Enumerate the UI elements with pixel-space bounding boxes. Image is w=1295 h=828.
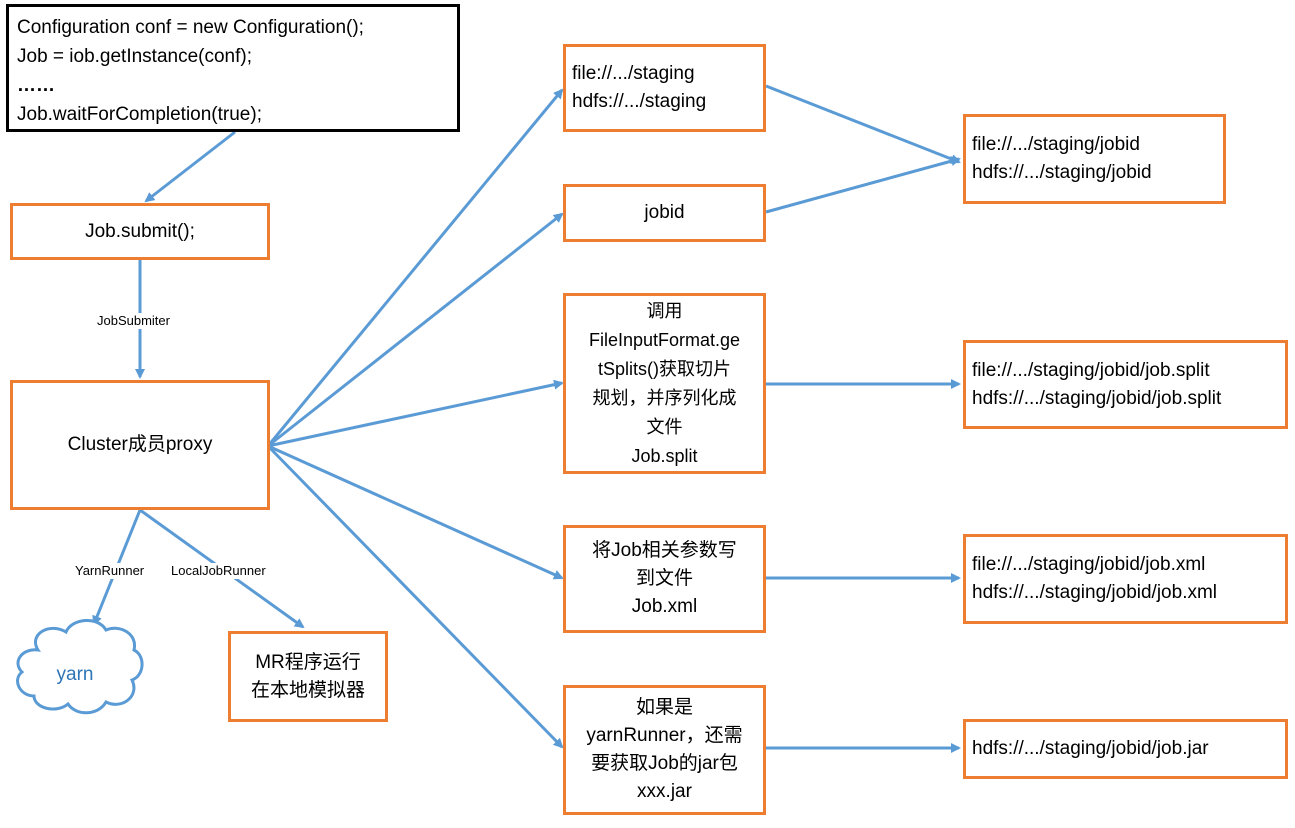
staging-box: file://.../staging hdfs://.../staging bbox=[563, 44, 766, 132]
code-line-4: Job.waitForCompletion(true); bbox=[17, 104, 262, 125]
local-runner-line-2: 在本地模拟器 bbox=[250, 679, 365, 701]
edge-label-local-job-runner: LocalJobRunner bbox=[169, 563, 268, 579]
staging-jobid-line-1: file://.../staging/jobid bbox=[972, 134, 1140, 155]
submit-box: Job.submit(); bbox=[10, 203, 270, 260]
split-line-2: FileInputFormat.ge bbox=[588, 329, 741, 350]
driver-code-block: Configuration conf = new Configuration()… bbox=[6, 4, 460, 132]
local-runner-box: MR程序运行 在本地模拟器 bbox=[228, 631, 388, 722]
jobid-label: jobid bbox=[644, 202, 685, 223]
cluster-box: Cluster成员proxy bbox=[10, 380, 270, 510]
yarn-cloud-label: yarn bbox=[56, 664, 94, 685]
xml-line-3: Job.xml bbox=[631, 596, 698, 617]
split-box: 调用 FileInputFormat.ge tSplits()获取切片 规划，并… bbox=[563, 293, 766, 474]
code-line-2: Job = iob.getInstance(conf); bbox=[17, 46, 253, 67]
arrow-cluster-to-xml bbox=[267, 444, 564, 580]
split-line-5: 文件 bbox=[646, 416, 683, 437]
arrow-code-to-submit bbox=[144, 130, 236, 203]
arrow-cluster-to-jobid bbox=[267, 212, 564, 448]
jar-path-box: hdfs://.../staging/jobid/job.jar bbox=[963, 719, 1288, 779]
edge-label-job-submiter: JobSubmiter bbox=[95, 313, 172, 329]
cluster-box-label: Cluster成员proxy bbox=[67, 434, 213, 455]
split-line-6: Job.split bbox=[631, 445, 698, 466]
jar-path-label: hdfs://.../staging/jobid/job.jar bbox=[972, 738, 1209, 759]
xml-path-box: file://.../staging/jobid/job.xml hdfs://… bbox=[963, 534, 1288, 624]
split-line-4: 规划，并序列化成 bbox=[592, 387, 737, 408]
staging-line-2: hdfs://.../staging bbox=[572, 91, 707, 112]
split-path-box: file://.../staging/jobid/job.split hdfs:… bbox=[963, 340, 1288, 429]
arrow-jobid-to-staging-jobid bbox=[765, 156, 961, 214]
code-line-3: …… bbox=[17, 75, 55, 96]
staging-jobid-line-2: hdfs://.../staging/jobid bbox=[972, 162, 1152, 183]
jar-line-3: 要获取Job的jar包 bbox=[591, 753, 738, 774]
submit-box-label: Job.submit(); bbox=[85, 220, 195, 242]
arrow-cluster-to-jar bbox=[266, 444, 564, 749]
staging-jobid-box: file://.../staging/jobid hdfs://.../stag… bbox=[963, 114, 1226, 204]
code-line-1: Configuration conf = new Configuration()… bbox=[17, 17, 364, 38]
jar-line-4: xxx.jar bbox=[637, 781, 692, 802]
xml-line-2: 到文件 bbox=[635, 568, 693, 589]
arrow-cluster-to-split bbox=[267, 379, 564, 448]
xml-box: 将Job相关参数写 到文件 Job.xml bbox=[563, 525, 766, 633]
jar-line-1: 如果是 bbox=[635, 697, 693, 718]
split-path-line-1: file://.../staging/jobid/job.split bbox=[972, 359, 1210, 381]
jar-box: 如果是 yarnRunner，还需 要获取Job的jar包 xxx.jar bbox=[563, 685, 766, 815]
jar-line-2: yarnRunner，还需 bbox=[586, 725, 743, 746]
split-line-1: 调用 bbox=[646, 300, 683, 321]
split-line-3: tSplits()获取切片 bbox=[597, 358, 731, 379]
xml-path-line-1: file://.../staging/jobid/job.xml bbox=[972, 554, 1206, 575]
edge-label-yarn-runner: YarnRunner bbox=[73, 563, 147, 579]
arrow-staging-to-staging-jobid bbox=[765, 84, 961, 164]
xml-line-1: 将Job相关参数写 bbox=[592, 540, 737, 561]
xml-path-line-2: hdfs://.../staging/jobid/job.xml bbox=[972, 582, 1218, 603]
split-path-line-2: hdfs://.../staging/jobid/job.split bbox=[972, 387, 1222, 409]
local-runner-line-1: MR程序运行 bbox=[255, 651, 361, 673]
arrow-cluster-to-staging bbox=[266, 88, 564, 447]
staging-line-1: file://.../staging bbox=[572, 63, 695, 84]
yarn-cloud-shape bbox=[16, 619, 144, 715]
jobid-box: jobid bbox=[563, 184, 766, 242]
